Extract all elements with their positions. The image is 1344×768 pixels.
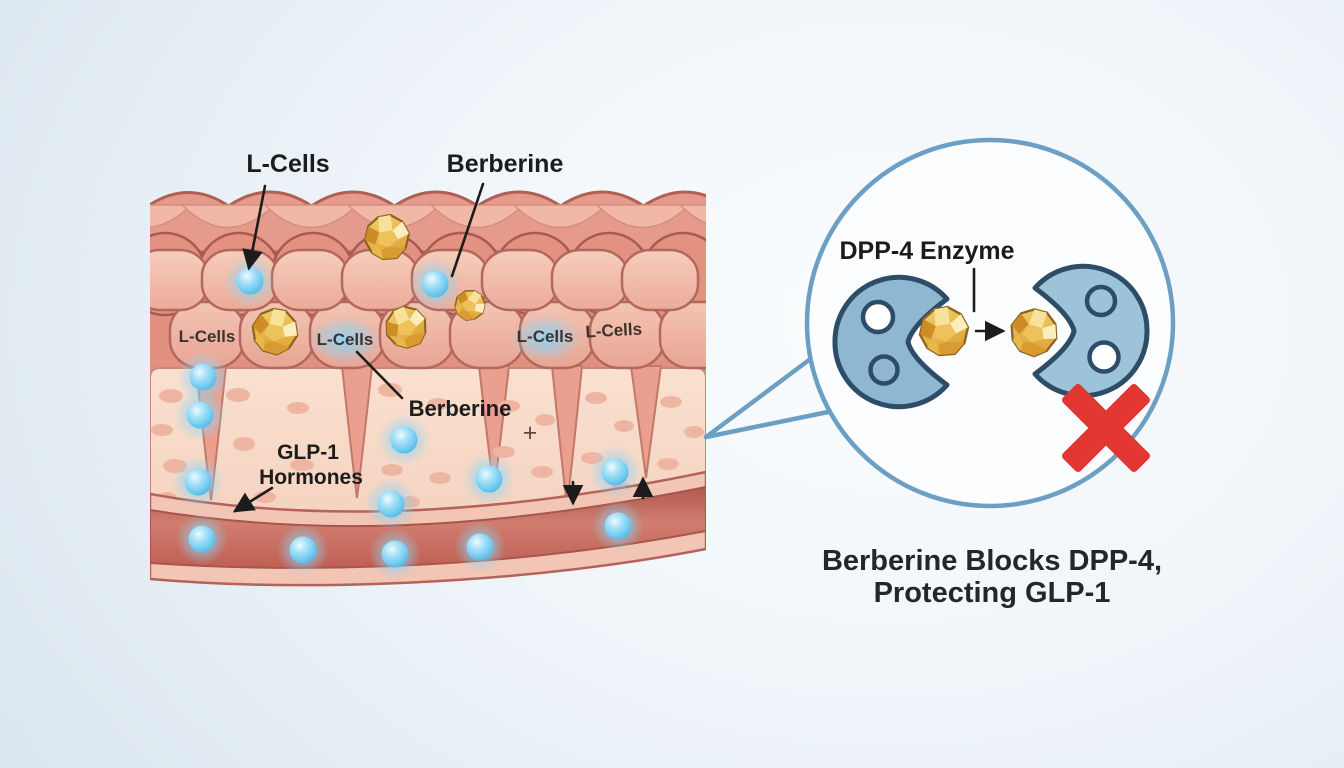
glp1-hormone-dot-icon: [378, 414, 430, 466]
glp1-hormone-dot-icon: [463, 453, 515, 505]
label-glp1-line1: GLP-1: [277, 441, 339, 464]
glp1-hormone-dot-icon: [365, 478, 417, 530]
berberine-mid-pointer-line: [355, 350, 404, 400]
dpp4-enzyme-icon: [832, 274, 950, 410]
plus-sign: +: [523, 419, 538, 447]
label-berberine-mid: Berberine: [409, 396, 512, 421]
l-cell-glow: [510, 314, 582, 362]
glp1-hormone-dot-icon: [174, 389, 226, 441]
l-cell-label: L-Cells: [585, 320, 643, 342]
label-l-cells-top: L-Cells: [246, 150, 329, 178]
label-glp1-line2: Hormones: [259, 466, 363, 489]
glp1-hormone-dot-icon: [369, 528, 421, 580]
caption-line1: Berberine Blocks DPP-4,: [822, 545, 1162, 577]
l-cells-pointer-arrow: [242, 184, 267, 271]
berberine-crystal-icon: [363, 213, 411, 261]
l-cell-label: L-Cells: [179, 327, 236, 346]
dpp4-mechanism: DPP-4 Enzyme: [832, 237, 1150, 472]
label-dpp4-enzyme: DPP-4 Enzyme: [839, 237, 1014, 265]
glp1-hormone-dot-icon: [277, 524, 329, 576]
columnar-cell-gaps: [194, 365, 663, 506]
berberine-pointer-line: [450, 182, 485, 278]
glp1-hormone-dot-icon: [176, 513, 228, 565]
glp1-hormone-dot-icon: [454, 521, 506, 573]
glp1-hormone-dot-icon: [172, 456, 224, 508]
caption: Berberine Blocks DPP-4, Protecting GLP-1: [822, 545, 1162, 609]
caption-line2: Protecting GLP-1: [874, 577, 1111, 609]
glp1-hormone-dot-icon: [592, 500, 644, 552]
left-annotations: L-Cells Berberine L-Cells L-Cells L-Cell…: [179, 150, 654, 513]
l-cell-label: L-Cells: [517, 327, 574, 346]
glp1-hormone-dot-icon: [589, 446, 641, 498]
glp1-hormone-dot-icon: [409, 258, 461, 310]
berberine-crystal-icon: [918, 305, 970, 357]
l-cell-label: L-Cells: [317, 330, 374, 349]
glp1-pointer-arrow: [232, 486, 274, 513]
label-berberine-top: Berberine: [447, 150, 564, 178]
l-cell-glow: [309, 316, 381, 364]
dpp4-enzyme-blocked-icon: [1032, 263, 1150, 399]
blocked-x-icon: [1062, 384, 1150, 472]
